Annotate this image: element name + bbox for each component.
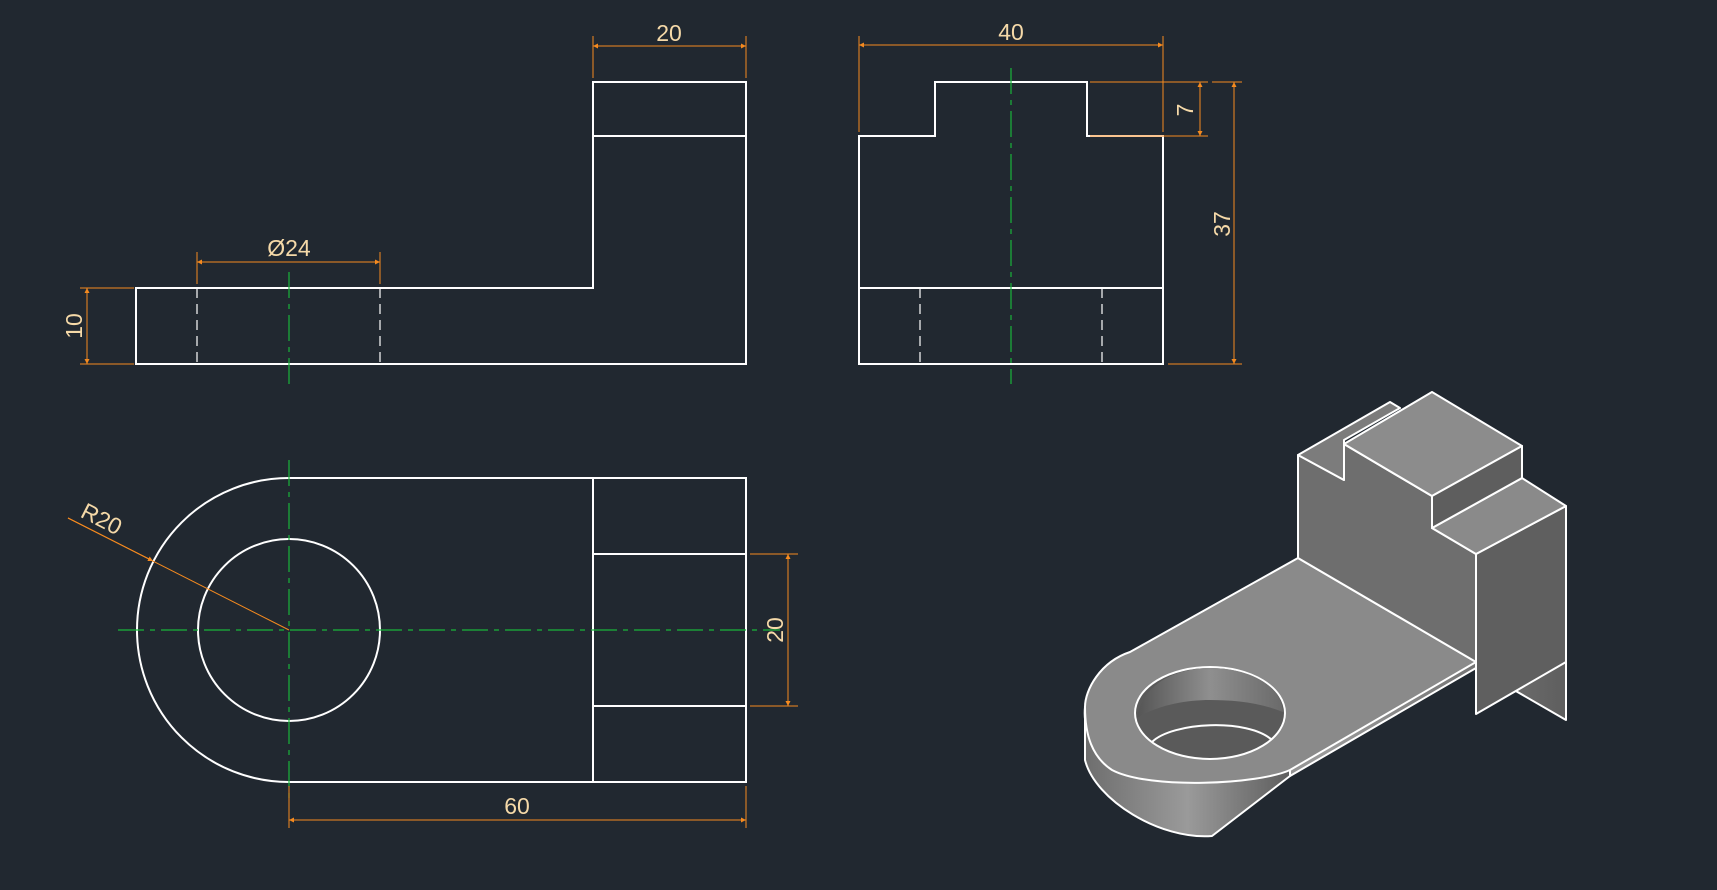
isometric-view [1083, 391, 1567, 838]
iso-tab-right-face [1431, 445, 1523, 529]
top-slot-width-label: 20 [762, 617, 788, 643]
dimension-side-width: 40 [858, 19, 1164, 132]
front-thickness-label: 10 [61, 313, 87, 339]
top-length-label: 60 [504, 793, 530, 819]
dimension-front-upright-width: 20 [592, 20, 747, 78]
side-view-outline [858, 81, 1164, 365]
iso-hole-inner-wall [1137, 668, 1283, 718]
top-radius-label: R20 [77, 498, 126, 540]
iso-back-step-top [1297, 401, 1401, 481]
dimension-side-tab-height: 7 [1090, 81, 1208, 137]
side-view [858, 68, 1164, 384]
dimension-top-slot-width: 20 [750, 553, 798, 707]
side-total-height-label: 37 [1209, 211, 1235, 237]
front-hole-diameter-label: Ø24 [267, 235, 311, 261]
dimension-top-radius: R20 [67, 498, 290, 631]
dimension-front-thickness: 10 [61, 287, 134, 365]
front-view [135, 81, 747, 386]
dimension-side-total-height: 37 [1168, 81, 1242, 365]
dimension-top-length: 60 [288, 786, 747, 828]
dimension-front-hole-diameter: Ø24 [196, 235, 381, 284]
front-upright-width-label: 20 [656, 20, 682, 46]
side-tab-height-label: 7 [1172, 104, 1198, 117]
front-view-outline [135, 81, 747, 365]
side-width-label: 40 [998, 19, 1024, 45]
top-view-outline [136, 477, 747, 783]
top-view [118, 460, 780, 800]
iso-hole-bottom-arc [1151, 724, 1273, 743]
